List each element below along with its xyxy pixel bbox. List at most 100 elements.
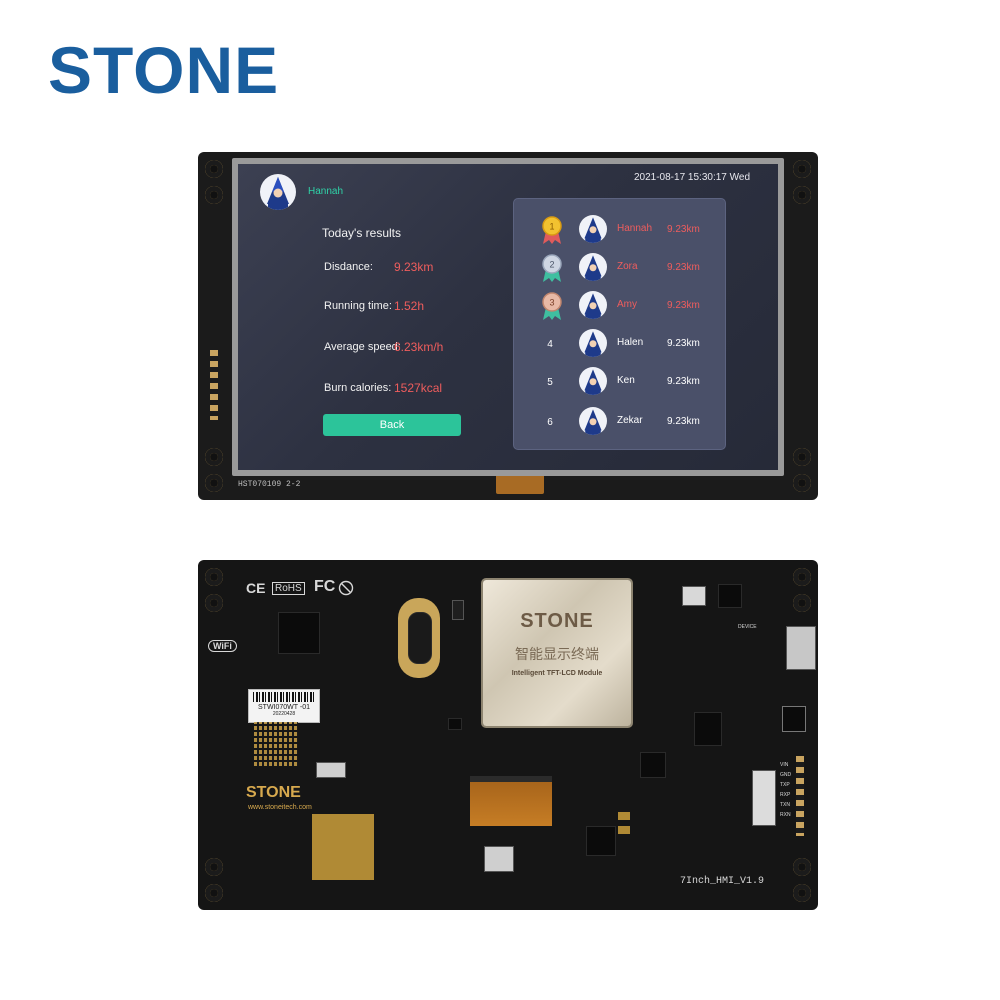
stat-value-burn-calories: 1527kcal (394, 381, 443, 395)
user-name: Hannah (308, 186, 344, 197)
stat-value-distance: 9.23km (394, 260, 434, 274)
leaderboard-name: Zekar (617, 415, 643, 426)
mount-hole (205, 594, 223, 612)
hmi-screen[interactable]: 2021-08-17 15:30:17 Wed Hannah Today's r… (238, 164, 778, 470)
svg-text:3: 3 (549, 298, 554, 308)
no-lead-icon (338, 580, 354, 596)
back-pin-header (796, 756, 804, 836)
stat-value-running-time: 1.52h (394, 299, 425, 313)
wifi-mark: WiFi (208, 640, 237, 652)
pin-label: GND (780, 772, 792, 778)
pin-label: RXP (780, 792, 791, 798)
device-label: DEVICE (738, 624, 757, 630)
pcb-url: www.stoneitech.com (248, 804, 312, 811)
barcode-icon (253, 692, 315, 702)
smd-component (618, 812, 630, 820)
svg-text:1: 1 (549, 222, 554, 232)
leaderboard-avatar (579, 291, 607, 319)
pin-label: VIN (780, 762, 789, 768)
gold-medal-icon: 1 (542, 216, 562, 244)
pin-label: RXN (780, 812, 791, 818)
mount-hole (205, 186, 223, 204)
leaderboard-distance: 9.23km (667, 338, 700, 349)
rohs-mark: RoHS (272, 582, 305, 595)
fcc-mark: FC (314, 578, 336, 595)
connector (682, 586, 706, 606)
ethernet-icon (782, 706, 806, 732)
leaderboard-name: Hannah (617, 223, 653, 234)
usb-port (786, 626, 816, 670)
mount-hole (205, 474, 223, 492)
mount-hole (205, 160, 223, 178)
leaderboard-distance: 9.23km (667, 224, 700, 235)
leaderboard-panel: 1 Hannah 9.23km 2 Zora 9.23km (513, 198, 726, 450)
smd-ic (586, 826, 616, 856)
inductor (718, 584, 742, 608)
pin-label-list: VIN GND TXP RXP TXN RXN (780, 760, 791, 820)
small-connector (484, 846, 514, 872)
leaderboard-rank: 4 (547, 339, 553, 350)
front-silkscreen-label: HST070109 2-2 (238, 480, 301, 489)
stat-value-average-speed: 6.23km/h (394, 340, 444, 354)
mcu-chip (278, 612, 320, 654)
stone-main-module-chip: STONE 智能显示终端 Intelligent TFT-LCD Module (483, 580, 631, 726)
leaderboard-name: Zora (617, 261, 638, 272)
leaderboard-avatar (579, 407, 607, 435)
smd-ic (640, 752, 666, 778)
smd-component (452, 600, 464, 620)
leaderboard-name: Halen (617, 337, 644, 348)
qr-code-pattern (254, 722, 298, 766)
pin-label: TXN (780, 802, 790, 808)
chip-chinese-text: 智能显示终端 (515, 647, 599, 663)
mount-hole (793, 884, 811, 902)
product-sticker: STWI070WT -01 20220428 (248, 689, 320, 723)
mount-hole (793, 160, 811, 178)
leaderboard-rank: 6 (547, 417, 553, 428)
ce-mark: CE (246, 580, 266, 596)
bronze-medal-icon: 3 (542, 292, 562, 320)
leaderboard-avatar (579, 215, 607, 243)
leaderboard-name: Ken (617, 375, 635, 386)
chip-brand-text: STONE (520, 610, 594, 632)
leaderboard-row[interactable]: 3 Amy 9.23km (514, 287, 725, 320)
mount-hole (793, 186, 811, 204)
leaderboard-distance: 9.23km (667, 376, 700, 387)
mount-hole (205, 858, 223, 876)
leaderboard-distance: 9.23km (667, 262, 700, 273)
results-title: Today's results (322, 226, 401, 240)
leaderboard-row[interactable]: 5 Ken 9.23km (514, 363, 725, 395)
smd-ic (694, 712, 722, 746)
sticker-date: 20220428 (272, 711, 296, 717)
mount-hole (793, 474, 811, 492)
leaderboard-row[interactable]: 6 Zekar 9.23km (514, 403, 725, 435)
mount-hole (205, 884, 223, 902)
stone-brand-logo: STONE (48, 33, 280, 107)
stat-label-distance: Disdance: (324, 261, 373, 273)
stat-label-burn-calories: Burn calories: (324, 382, 392, 394)
stat-label-average-speed: Average speed: (324, 341, 401, 353)
leaderboard-distance: 9.23km (667, 416, 700, 427)
fpc-ribbon-cable (470, 776, 552, 826)
leaderboard-row[interactable]: 4 Halen 9.23km (514, 325, 725, 357)
board-model-silkscreen: 7Inch_HMI_V1.9 (680, 876, 765, 887)
back-button[interactable]: Back (323, 414, 461, 436)
leaderboard-row[interactable]: 2 Zora 9.23km (514, 249, 725, 282)
front-fpc-tab (496, 474, 544, 494)
mount-hole (205, 448, 223, 466)
leaderboard-row[interactable]: 1 Hannah 9.23km (514, 211, 725, 244)
mount-hole (793, 858, 811, 876)
leaderboard-distance: 9.23km (667, 300, 700, 311)
mount-hole (793, 448, 811, 466)
mount-hole (793, 594, 811, 612)
svg-text:2: 2 (549, 260, 554, 270)
sticker-model: STWI070WT -01 (258, 704, 310, 711)
leaderboard-rank: 5 (547, 377, 553, 388)
pin-label: TXP (780, 782, 790, 788)
silver-medal-icon: 2 (542, 254, 562, 282)
gold-test-pad (312, 814, 374, 880)
battery-holder-center (408, 612, 432, 664)
uart-connector (752, 770, 776, 826)
leaderboard-avatar (579, 329, 607, 357)
chip-subtitle-text: Intelligent TFT-LCD Module (511, 670, 603, 677)
small-connector (316, 762, 346, 778)
